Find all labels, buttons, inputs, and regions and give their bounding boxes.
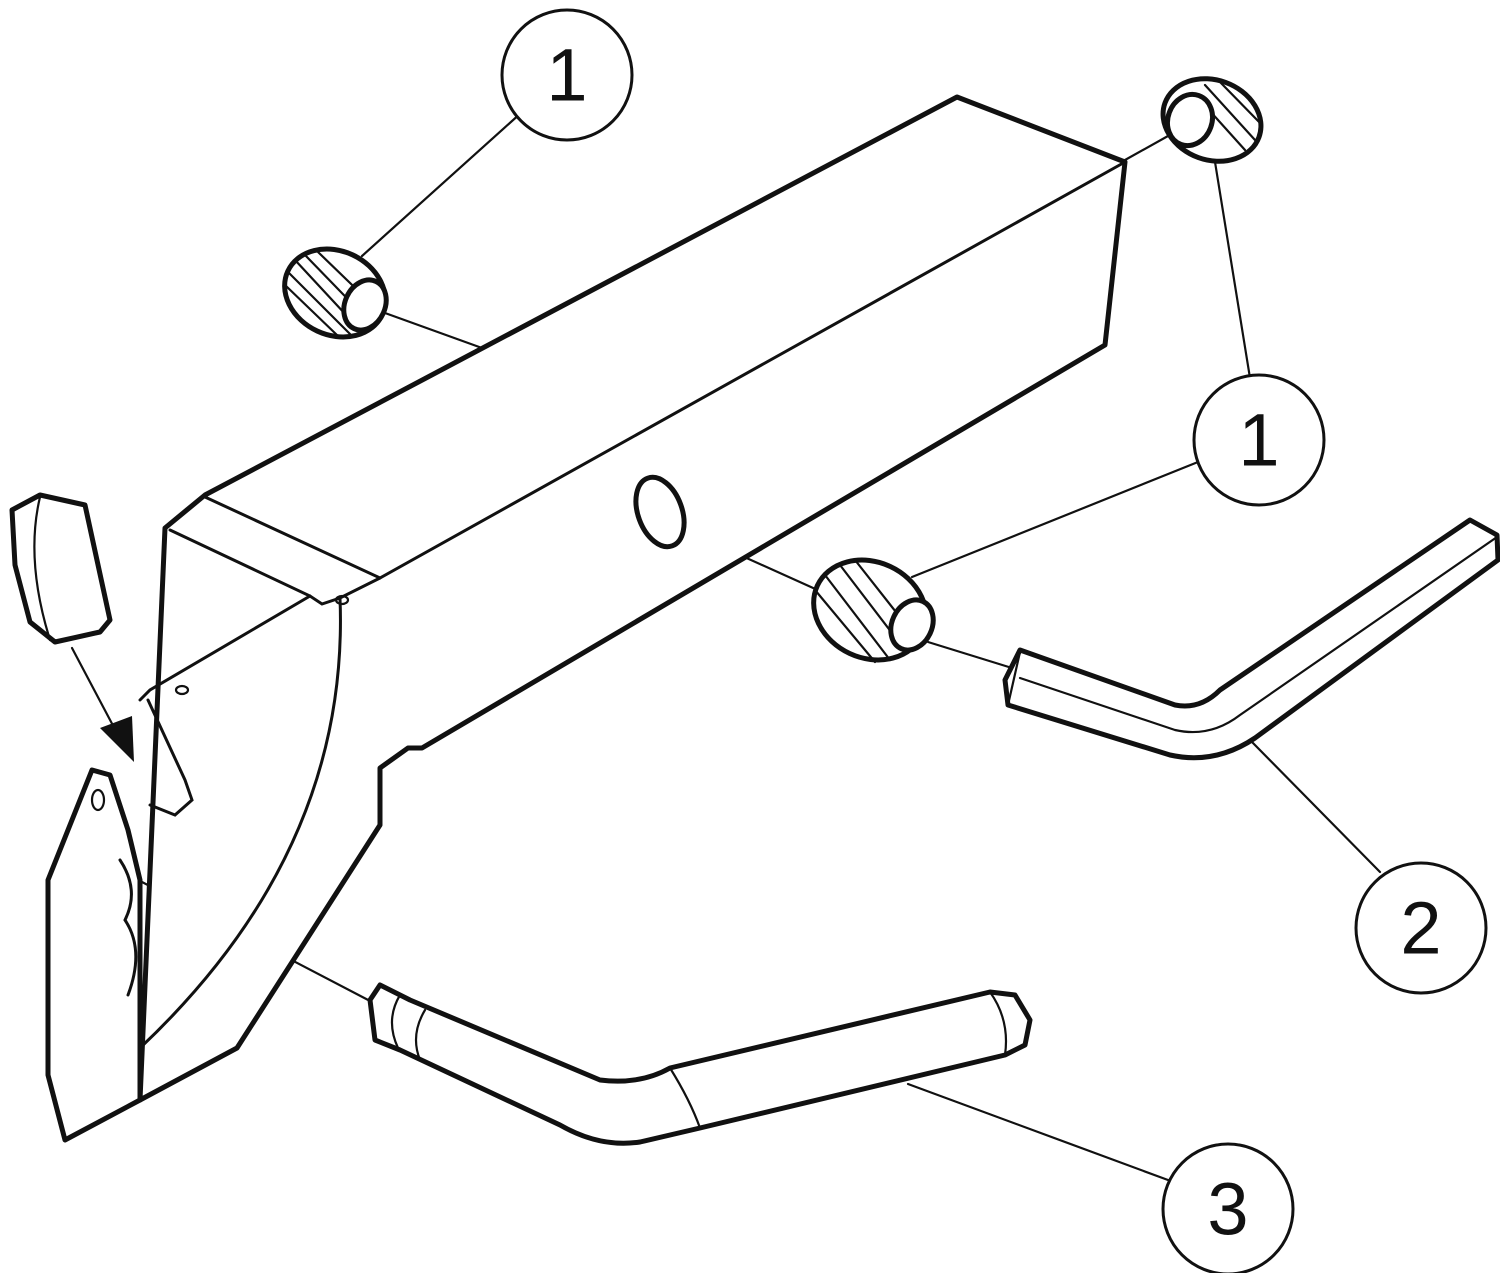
set-screw-top-left bbox=[282, 246, 389, 340]
callout-label: 2 bbox=[1400, 887, 1441, 970]
callout-label: 1 bbox=[546, 34, 587, 117]
cutting-blade bbox=[45, 767, 143, 1143]
set-screw-top-right bbox=[1160, 76, 1264, 164]
callout-1-right: 1 bbox=[1192, 373, 1326, 507]
callout-label: 1 bbox=[1238, 399, 1279, 482]
tool-holder-body bbox=[137, 94, 1128, 1103]
pin-wrench bbox=[367, 982, 1033, 1146]
callout-label: 3 bbox=[1207, 1168, 1248, 1251]
callout-2: 2 bbox=[1354, 861, 1488, 995]
insert-arrow-icon bbox=[70, 646, 134, 762]
callout-1-top: 1 bbox=[500, 8, 634, 142]
hex-key bbox=[1002, 517, 1500, 761]
insert bbox=[9, 492, 113, 645]
callout-3: 3 bbox=[1161, 1142, 1295, 1273]
o-ring bbox=[633, 474, 687, 550]
set-screw-middle bbox=[811, 557, 936, 664]
